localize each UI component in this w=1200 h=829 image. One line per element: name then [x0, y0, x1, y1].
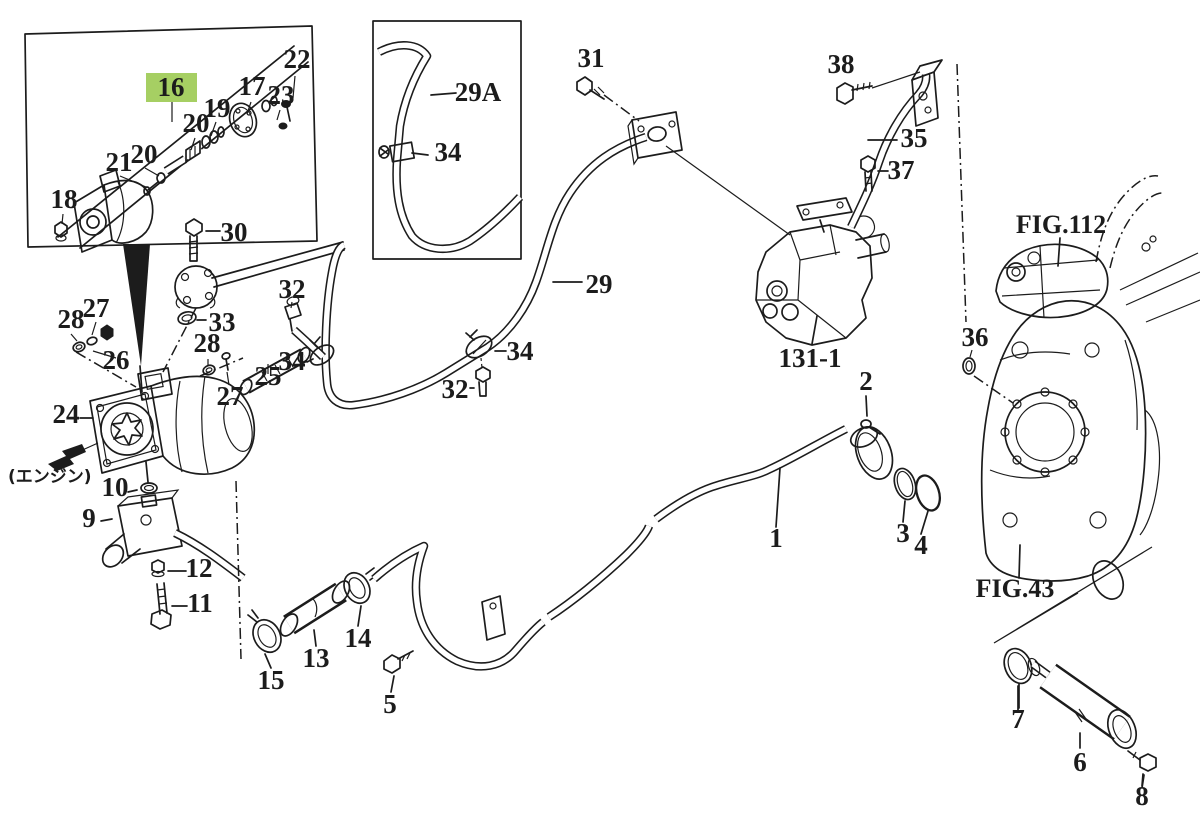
callout-19: 19 [204, 93, 231, 123]
callout-5: 5 [383, 689, 397, 719]
callout-32-b: 32 [442, 374, 469, 404]
suction-pipe-1-group [173, 419, 941, 674]
callout-35: 35 [901, 123, 928, 153]
callout-37: 37 [888, 155, 915, 185]
callout-22: 22 [284, 44, 311, 74]
figure-ref-112: FIG.112 [1016, 210, 1106, 239]
callout-12: 12 [186, 553, 213, 583]
callout-34-c: 34 [507, 336, 534, 366]
inset-box-hose-29a [372, 20, 524, 260]
callout-14: 14 [345, 623, 372, 653]
callout-27-b: 27 [217, 381, 244, 411]
callout-7: 7 [1011, 704, 1025, 734]
callout-25: 25 [255, 361, 282, 391]
callout-8: 8 [1135, 781, 1149, 811]
engine-fig112 [995, 175, 1200, 323]
callout-16-highlighted: 16 [158, 72, 185, 102]
callout-34-b: 34 [279, 346, 306, 376]
callout-36: 36 [962, 322, 989, 352]
callout-9: 9 [82, 503, 96, 533]
callout-26: 26 [103, 345, 130, 375]
callout-27-a: 27 [83, 293, 110, 323]
flange-30-33 [162, 241, 345, 373]
callout-24: 24 [53, 399, 80, 429]
callout-21: 21 [106, 147, 133, 177]
diagram-line-art [24, 20, 1200, 789]
pump-24 [70, 296, 335, 483]
callout-34-a: 34 [435, 137, 462, 167]
callout-13: 13 [303, 643, 330, 673]
engine-fig43 [980, 299, 1161, 644]
leader-lines [79, 281, 1144, 787]
clamp-34-mid [465, 329, 507, 397]
flange-31 [576, 76, 791, 236]
callout-20-a: 20 [183, 108, 210, 138]
callout-31: 31 [578, 43, 605, 73]
bolt-30 [185, 218, 221, 262]
callout-15: 15 [258, 665, 285, 695]
pipe-35-group [836, 59, 943, 229]
callout-32-a: 32 [279, 274, 306, 304]
valve-131-1 [755, 197, 890, 346]
callout-6: 6 [1073, 747, 1087, 777]
callout-labels: 22 16 17 23 19 20 20 21 18 30 29A 34 31 … [8, 43, 1149, 811]
callout-20-b: 20 [131, 139, 158, 169]
callout-17: 17 [239, 71, 266, 101]
callout-23: 23 [268, 80, 295, 110]
callout-29: 29 [586, 269, 613, 299]
engine-direction-arrow [48, 442, 99, 471]
callout-10: 10 [102, 472, 129, 502]
engine-note-label: (エンジン) [8, 467, 92, 487]
callout-18: 18 [51, 184, 78, 214]
callout-30: 30 [221, 217, 248, 247]
elbow-9-group [100, 482, 188, 630]
callout-1: 1 [769, 523, 783, 553]
callout-11: 11 [187, 588, 213, 618]
oil-cooler-group [1003, 647, 1157, 789]
inset-box-exploded-pump [24, 25, 318, 253]
callout-28-b: 28 [194, 328, 221, 358]
callout-38: 38 [828, 49, 855, 79]
callout-2: 2 [859, 366, 873, 396]
callout-33: 33 [209, 307, 236, 337]
figure-ref-43: FIG.43 [976, 574, 1055, 603]
callout-29a: 29A [455, 77, 502, 107]
callout-131-1: 131-1 [779, 343, 842, 373]
hose-29 [321, 132, 648, 410]
callout-3: 3 [896, 518, 910, 548]
oring-36-group [956, 63, 1014, 404]
callout-4: 4 [914, 530, 928, 560]
highlight-part-16 [146, 73, 197, 102]
callout-28-a: 28 [58, 304, 85, 334]
